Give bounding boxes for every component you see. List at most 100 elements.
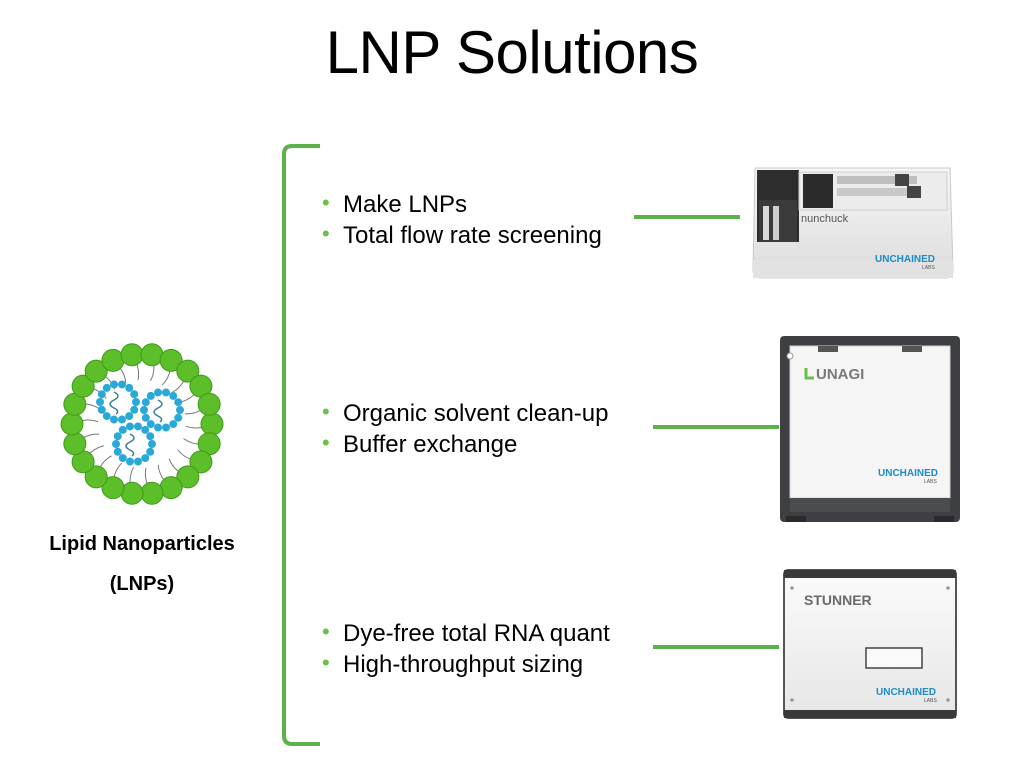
stunner-wordmark: STUNNER — [804, 592, 872, 608]
lipid-head-bead — [71, 374, 95, 398]
bullet-item: •Make LNPs — [322, 190, 468, 218]
inner-lipid-bead — [162, 423, 171, 432]
connector-line-unagi — [653, 425, 779, 429]
inner-lipid-bead — [169, 391, 178, 400]
inner-lipid-bead — [118, 425, 127, 434]
rna-core — [96, 380, 140, 424]
lipid-head-bead — [101, 348, 125, 372]
inner-lipid-bead — [153, 423, 162, 432]
inner-lipid-bead — [134, 422, 143, 431]
rna-core — [112, 422, 156, 466]
lnp-label: Lipid Nanoparticles (LNPs) — [22, 524, 262, 604]
lnp-label-line2: (LNPs) — [109, 573, 175, 595]
unchained-labs-logo: UNCHAINED — [878, 468, 938, 479]
inner-lipid-bead — [146, 447, 155, 456]
inner-lipid-bead — [148, 440, 156, 448]
inner-lipid-bead — [174, 413, 183, 422]
inner-lipid-bead — [125, 457, 134, 466]
labs-logo-text: LABS — [922, 265, 935, 271]
nunchuck-wordmark: nunchuck — [801, 213, 849, 225]
lnp-label-line1: Lipid Nanoparticles — [49, 533, 235, 555]
inner-lipid-bead — [141, 425, 150, 434]
bullet-icon: • — [322, 650, 330, 675]
inner-lipid-bead — [125, 383, 134, 392]
bullet-group-cleanup: •Organic solvent clean-up •Buffer exchan… — [322, 398, 608, 460]
inner-lipid-bead — [146, 420, 155, 429]
inner-lipid-bead — [130, 405, 139, 414]
inner-lipid-bead — [141, 454, 150, 463]
inner-lipid-bead — [141, 398, 150, 407]
inner-lipid-bead — [109, 415, 118, 424]
unchained-labs-logo: UNCHAINED — [876, 687, 936, 698]
rna-strand — [125, 433, 135, 457]
connector-line-stunner — [653, 645, 779, 649]
bullet-item: •Total flow rate screening — [322, 221, 602, 249]
lipid-head-bead — [84, 359, 108, 383]
inner-lipid-bead — [113, 432, 122, 441]
bullet-icon: • — [322, 430, 330, 455]
inner-lipid-bead — [102, 383, 111, 392]
inner-lipid-bead — [146, 391, 155, 400]
inner-lipid-bead — [146, 432, 155, 441]
inner-lipid-bead — [162, 388, 171, 397]
stunner-instrument-image: STUNNER UNCHAINED LABS — [783, 569, 957, 719]
inner-lipid-bead — [97, 405, 106, 414]
connector-line-nunchuck — [634, 215, 740, 219]
inner-lipid-bead — [134, 457, 143, 466]
lipid-head-bead — [140, 481, 164, 505]
bullet-icon: • — [322, 221, 330, 246]
inner-lipid-bead — [153, 388, 162, 397]
inner-lipid-bead — [125, 412, 134, 421]
page-title: LNP Solutions — [325, 19, 699, 86]
inner-lipid-bead — [118, 380, 127, 389]
bullet-icon: • — [322, 399, 330, 424]
lipid-head-bead — [120, 343, 144, 367]
lipid-head-bead — [101, 476, 125, 500]
lipid-head-bead — [63, 432, 87, 456]
inner-lipid-bead — [176, 406, 184, 414]
bullet-icon: • — [322, 619, 330, 644]
inner-lipid-bead — [112, 440, 120, 448]
lipid-head-bead — [189, 450, 213, 474]
inner-lipid-bead — [102, 412, 111, 421]
lipid-head-bead — [159, 476, 183, 500]
grouping-bracket — [282, 144, 320, 746]
inner-lipid-bead — [169, 420, 178, 429]
lipid-head-bead — [176, 465, 200, 489]
unchained-labs-logo: UNCHAINED — [875, 254, 935, 265]
bullet-item: •Dye-free total RNA quant — [322, 619, 610, 647]
bullet-group-make-lnps: •Make LNPs •Total flow rate screening — [322, 189, 602, 251]
inner-lipid-bead — [109, 380, 118, 389]
labs-logo-text: LABS — [924, 479, 937, 485]
unagi-instrument-image: UNAGI UNCHAINED LABS — [780, 336, 960, 522]
inner-lipid-bead — [174, 398, 183, 407]
inner-lipid-bead — [113, 447, 122, 456]
inner-lipid-bead — [118, 415, 127, 424]
bullet-item: •High-throughput sizing — [322, 650, 584, 678]
inner-lipid-bead — [130, 390, 139, 399]
lipid-head-bead — [84, 465, 108, 489]
inner-lipid-bead — [96, 398, 104, 406]
rna-strand — [109, 391, 119, 415]
lipid-head-bead — [197, 392, 221, 416]
inner-lipid-bead — [125, 422, 134, 431]
inner-lipid-bead — [132, 398, 140, 406]
bullet-item: •Buffer exchange — [322, 430, 518, 458]
unagi-wordmark: UNAGI — [816, 366, 864, 383]
rna-strand — [153, 399, 163, 423]
bullet-item: •Organic solvent clean-up — [322, 399, 609, 427]
bullet-group-quant: •Dye-free total RNA quant •High-throughp… — [322, 618, 610, 680]
inner-lipid-bead — [97, 390, 106, 399]
inner-lipid-bead — [118, 454, 127, 463]
nunchuck-instrument-image: nunchuck UNCHAINED LABS — [752, 167, 954, 279]
inner-lipid-bead — [140, 406, 148, 414]
bullet-icon: • — [322, 190, 330, 215]
lipid-head-bead — [60, 412, 84, 436]
lipid-head-bead — [200, 412, 224, 436]
lipid-nanoparticle-icon — [60, 343, 224, 505]
lipid-head-bead — [159, 348, 183, 372]
rna-core — [140, 388, 184, 432]
lipid-head-bead — [140, 343, 164, 367]
lipid-head-bead — [176, 359, 200, 383]
lipid-head-bead — [120, 481, 144, 505]
